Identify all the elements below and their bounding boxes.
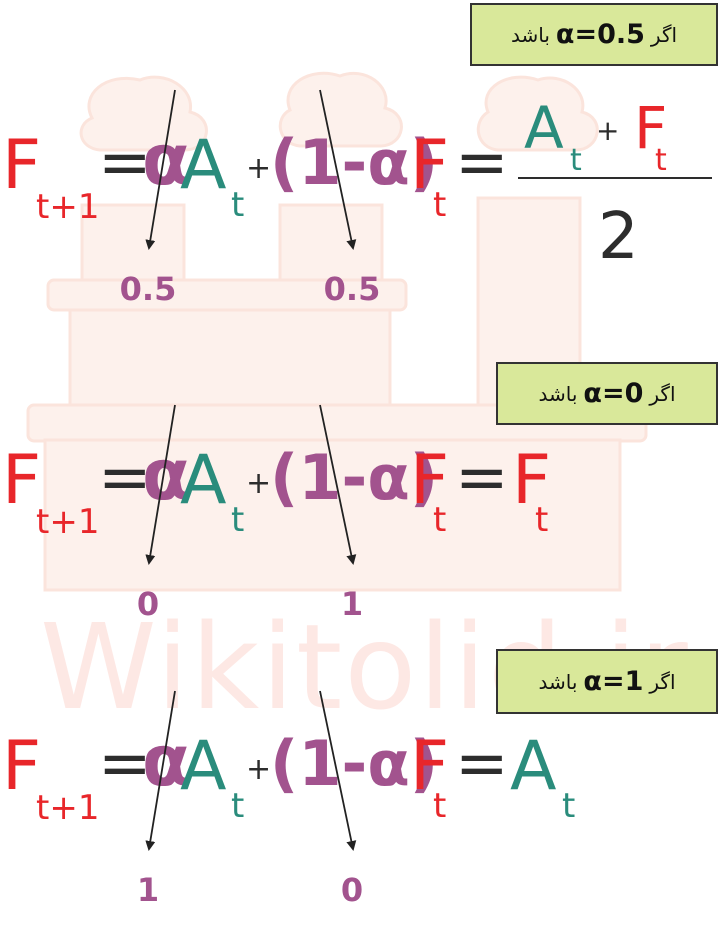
condition-box-alpha-one: اگر α=1 باشد	[496, 649, 718, 714]
condition-value: α=0	[583, 378, 644, 409]
one-minus-alpha: (1-α)	[270, 441, 438, 514]
condition-prefix: اگر	[649, 669, 676, 694]
alpha-value-label: 1	[137, 871, 159, 909]
equals-sign: =	[98, 441, 152, 515]
subscript-t: t	[562, 786, 575, 826]
F-symbol: F	[410, 126, 449, 205]
alpha-symbol: α	[142, 720, 190, 802]
equals-sign: =	[455, 441, 509, 515]
subscript-t: t	[433, 786, 446, 826]
subscript-t-plus-1: t+1	[36, 788, 99, 828]
one-minus-arrow	[319, 404, 357, 565]
plus-sign: +	[596, 114, 619, 147]
one-minus-value-label: 0.5	[324, 270, 381, 308]
numerator-F-symbol: F	[634, 94, 667, 162]
subscript-t: t	[231, 786, 244, 826]
alpha-arrow	[145, 404, 176, 565]
equals-sign: =	[98, 727, 152, 801]
equals-sign: =	[455, 126, 509, 200]
one-minus-value-label: 1	[341, 585, 363, 623]
A-symbol: A	[180, 126, 227, 205]
alpha-value-label: 0	[137, 585, 159, 623]
condition-suffix: باشد	[538, 381, 578, 406]
subscript-t: t	[231, 185, 244, 225]
F-next-symbol: F	[2, 126, 41, 205]
subscript-t-plus-1: t+1	[36, 187, 99, 227]
one-minus-value-label: 0	[341, 871, 363, 909]
condition-suffix: باشد	[510, 22, 550, 47]
condition-prefix: اگر	[650, 22, 678, 47]
alpha-arrow	[145, 690, 176, 851]
result-F-symbol: F	[512, 441, 551, 520]
plus-sign: +	[246, 151, 271, 186]
condition-suffix: باشد	[538, 669, 578, 694]
plus-sign: +	[246, 752, 271, 787]
plus-sign: +	[246, 466, 271, 501]
alpha-value-label: 0.5	[120, 270, 177, 308]
result-A-symbol: A	[510, 727, 557, 806]
condition-box-alpha-zero: اگر α=0 باشد	[496, 362, 718, 425]
subscript-t: t	[231, 500, 244, 540]
F-symbol: F	[410, 727, 449, 806]
equals-sign: =	[455, 727, 509, 801]
F-next-symbol: F	[2, 727, 41, 806]
condition-value: α=1	[583, 666, 644, 697]
condition-box-alpha-half: اگر α=0.5 باشد	[470, 3, 718, 66]
condition-value: α=0.5	[555, 19, 645, 50]
condition-prefix: اگر	[649, 381, 676, 406]
one-minus-alpha: (1-α)	[270, 126, 438, 199]
A-symbol: A	[180, 727, 227, 806]
alpha-arrow	[145, 89, 176, 250]
equals-sign: =	[98, 126, 152, 200]
F-symbol: F	[410, 441, 449, 520]
one-minus-arrow	[319, 89, 357, 250]
subscript-t: t	[535, 500, 548, 540]
subscript-t-plus-1: t+1	[36, 502, 99, 542]
alpha-symbol: α	[142, 119, 190, 201]
subscript-t: t	[433, 185, 446, 225]
one-minus-alpha: (1-α)	[270, 727, 438, 800]
numerator-A-symbol: A	[524, 94, 564, 162]
alpha-symbol: α	[142, 434, 190, 516]
one-minus-arrow	[319, 690, 357, 851]
subscript-t: t	[655, 143, 667, 178]
A-symbol: A	[180, 441, 227, 520]
subscript-t: t	[570, 143, 582, 178]
F-next-symbol: F	[2, 441, 41, 520]
subscript-t: t	[433, 500, 446, 540]
denominator-two: 2	[598, 200, 639, 274]
